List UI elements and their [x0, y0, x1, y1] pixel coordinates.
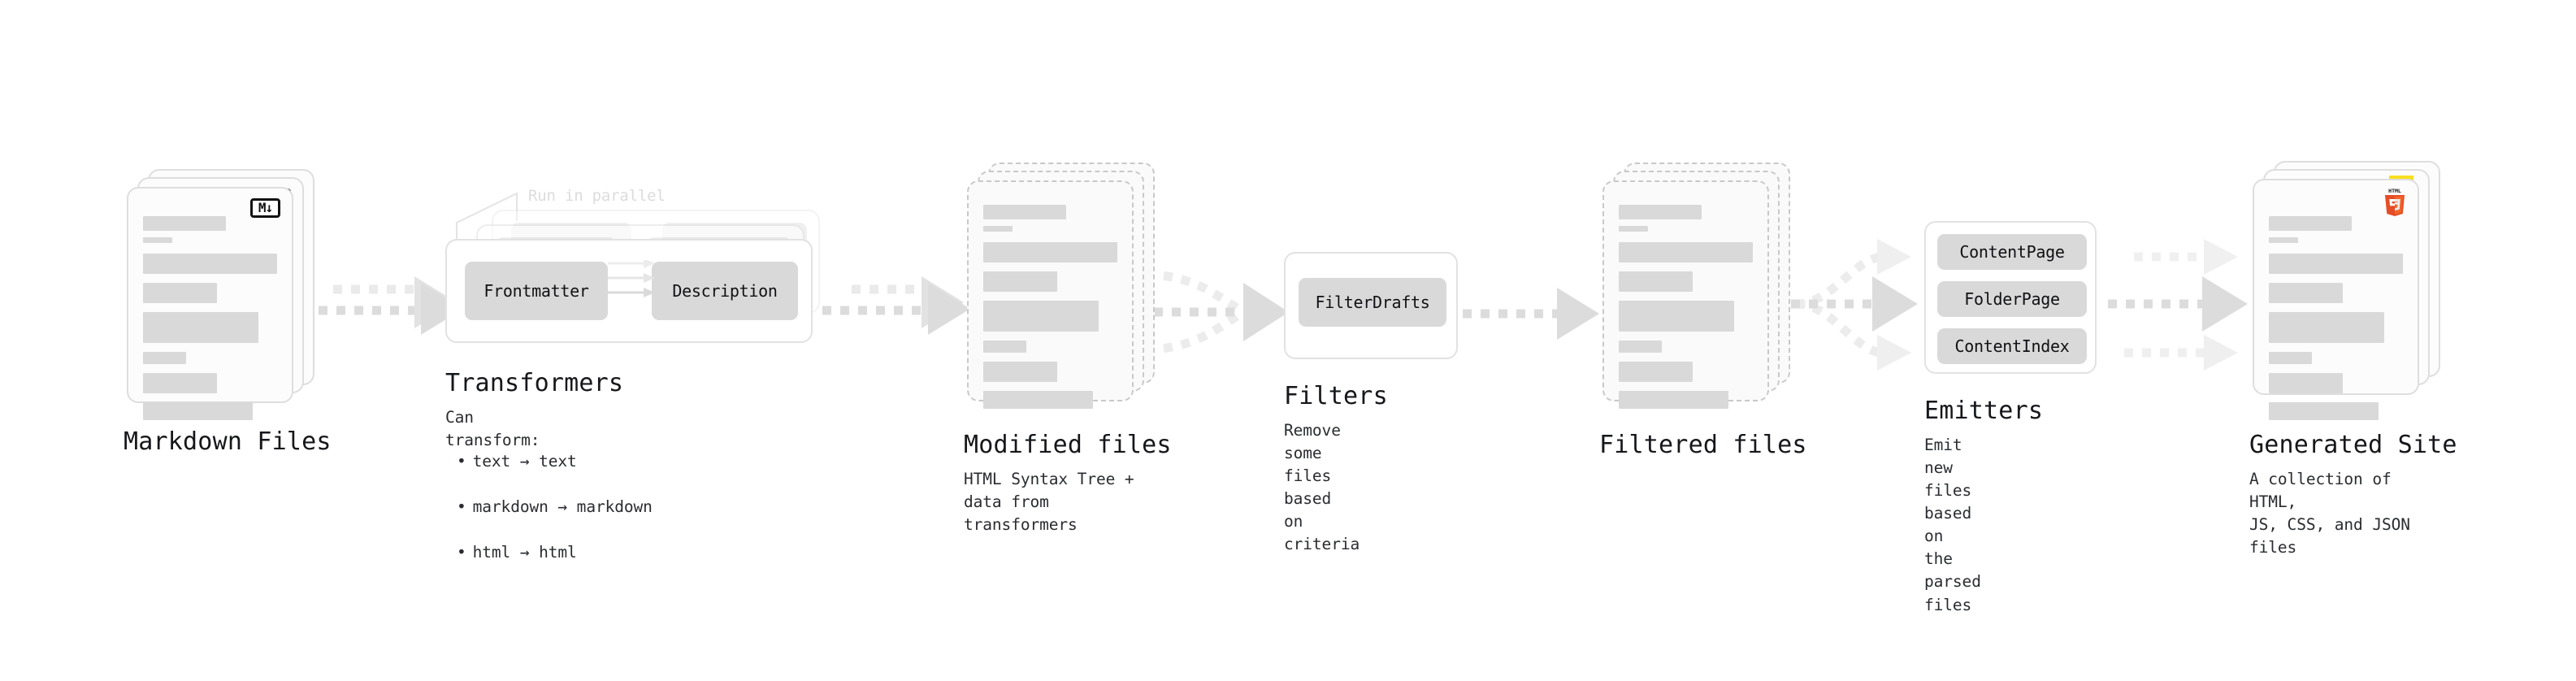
skeleton-heading — [2269, 216, 2353, 231]
generated-site-stack: CSS HTML — [2253, 161, 2440, 420]
skeleton-heading — [143, 216, 227, 231]
filtered-file-stack — [1602, 163, 1790, 409]
stage-generated-site: CSS HTML — [2249, 161, 2457, 557]
transformer-chip-frontmatter[interactable]: Frontmatter — [465, 262, 608, 320]
skeleton-paragraph — [983, 391, 1094, 409]
skeleton-paragraph — [2269, 283, 2343, 303]
modified-file-card-front — [967, 180, 1134, 409]
skeleton-paragraph — [143, 254, 277, 274]
stage-desc-emitters: Emit new files based on the parsed files — [1924, 436, 1981, 614]
connector-filters-to-filtered — [1463, 288, 1599, 340]
skeleton-paragraph — [983, 340, 1026, 353]
stage-title-filtered-files: Filtered files — [1599, 431, 1807, 459]
stage-title-modified-files: Modified files — [964, 431, 1172, 459]
skeleton-paragraph — [143, 283, 217, 303]
markdown-file-stack: M↓ M↓ M↓ — [127, 169, 314, 420]
skeleton-paragraph — [1619, 362, 1693, 382]
html5-icon: HTML — [2382, 187, 2408, 216]
transformer-capability-item: markdown → markdown — [457, 496, 653, 518]
svg-text:HTML: HTML — [2388, 188, 2401, 194]
skeleton-paragraph — [983, 362, 1057, 382]
generated-site-card-html: HTML — [2253, 179, 2419, 420]
connector-transformers-to-modified — [822, 276, 970, 335]
stage-desc-generated-site: A collection of HTML, JS, CSS, and JSON … — [2249, 470, 2410, 557]
stage-markdown-files: M↓ M↓ M↓ Markdown Files — [124, 169, 331, 456]
skeleton-paragraph — [2269, 373, 2343, 393]
skeleton-paragraph — [1619, 340, 1662, 353]
filter-panel[interactable]: FilterDrafts — [1284, 252, 1458, 359]
transformer-panel-front[interactable]: Frontmatter Description — [445, 239, 813, 343]
skeleton-paragraph — [983, 242, 1117, 262]
skeleton-paragraph — [143, 402, 254, 420]
stage-title-markdown-files: Markdown Files — [124, 427, 332, 456]
stage-desc-modified-files: HTML Syntax Tree + data from transformer… — [964, 470, 1134, 535]
transformer-capability-item: html → html — [457, 541, 653, 564]
emitter-panel[interactable]: ContentPage FolderPage ContentIndex — [1924, 221, 2097, 374]
filter-chip-filterdrafts[interactable]: FilterDrafts — [1299, 278, 1446, 327]
stage-modified-files: Modified files HTML Syntax Tree + data f… — [964, 163, 1171, 534]
skeleton-paragraph — [143, 373, 217, 393]
stage-filtered-files: Filtered files — [1599, 163, 1806, 459]
skeleton-subheading — [2269, 237, 2299, 243]
stage-title-emitters: Emitters — [1924, 397, 2044, 425]
modified-file-skeleton — [983, 205, 1117, 409]
skeleton-subheading — [983, 226, 1013, 232]
stage-desc-filters: Remove some files based on criteria — [1284, 421, 1360, 554]
run-in-parallel-label: Run in parallel — [528, 187, 666, 205]
stage-desc-transformers: Can transform: — [445, 408, 540, 450]
connector-markdown-to-transformers — [301, 276, 463, 335]
skeleton-paragraph — [2269, 254, 2403, 274]
stage-title-generated-site: Generated Site — [2249, 431, 2457, 459]
markdown-icon: M↓ — [250, 198, 280, 218]
connector-emitters-to-site — [2108, 239, 2248, 371]
run-in-parallel-bracket-icon — [456, 192, 518, 244]
markdown-file-card-front: M↓ — [127, 187, 293, 420]
markdown-file-skeleton — [143, 216, 277, 420]
modified-file-stack — [967, 163, 1155, 409]
skeleton-paragraph — [1619, 242, 1753, 262]
filtered-file-card-front — [1602, 180, 1769, 409]
connector-modified-to-filters — [1136, 270, 1289, 354]
skeleton-heading — [1619, 205, 1702, 219]
emitter-chip-folderpage[interactable]: FolderPage — [1937, 281, 2087, 317]
transformer-capability-item: text → text — [457, 450, 653, 473]
skeleton-paragraph — [1619, 271, 1693, 292]
skeleton-heading — [983, 205, 1067, 219]
skeleton-subheading — [1619, 226, 1649, 232]
emitter-chip-contentpage[interactable]: ContentPage — [1937, 234, 2087, 270]
skeleton-paragraph — [2269, 352, 2312, 364]
stage-title-transformers: Transformers — [445, 369, 624, 397]
emitter-chip-contentindex[interactable]: ContentIndex — [1937, 328, 2087, 364]
skeleton-paragraph — [143, 352, 186, 364]
connector-filtered-to-emitters — [1773, 239, 1918, 371]
stage-title-filters: Filters — [1284, 382, 1388, 410]
skeleton-paragraph — [2269, 312, 2384, 343]
skeleton-paragraph — [983, 301, 1099, 332]
filtered-file-skeleton — [1619, 205, 1753, 409]
transformer-chip-description[interactable]: Description — [652, 262, 798, 320]
transformer-inner-arrows — [608, 260, 655, 297]
skeleton-paragraph — [143, 312, 258, 343]
generated-site-skeleton — [2269, 216, 2403, 420]
skeleton-paragraph — [2269, 402, 2379, 420]
skeleton-paragraph — [1619, 301, 1734, 332]
skeleton-paragraph — [983, 271, 1057, 292]
skeleton-subheading — [143, 237, 173, 243]
transformer-capability-list: text → text markdown → markdown html → h… — [457, 427, 653, 588]
skeleton-paragraph — [1619, 391, 1729, 409]
